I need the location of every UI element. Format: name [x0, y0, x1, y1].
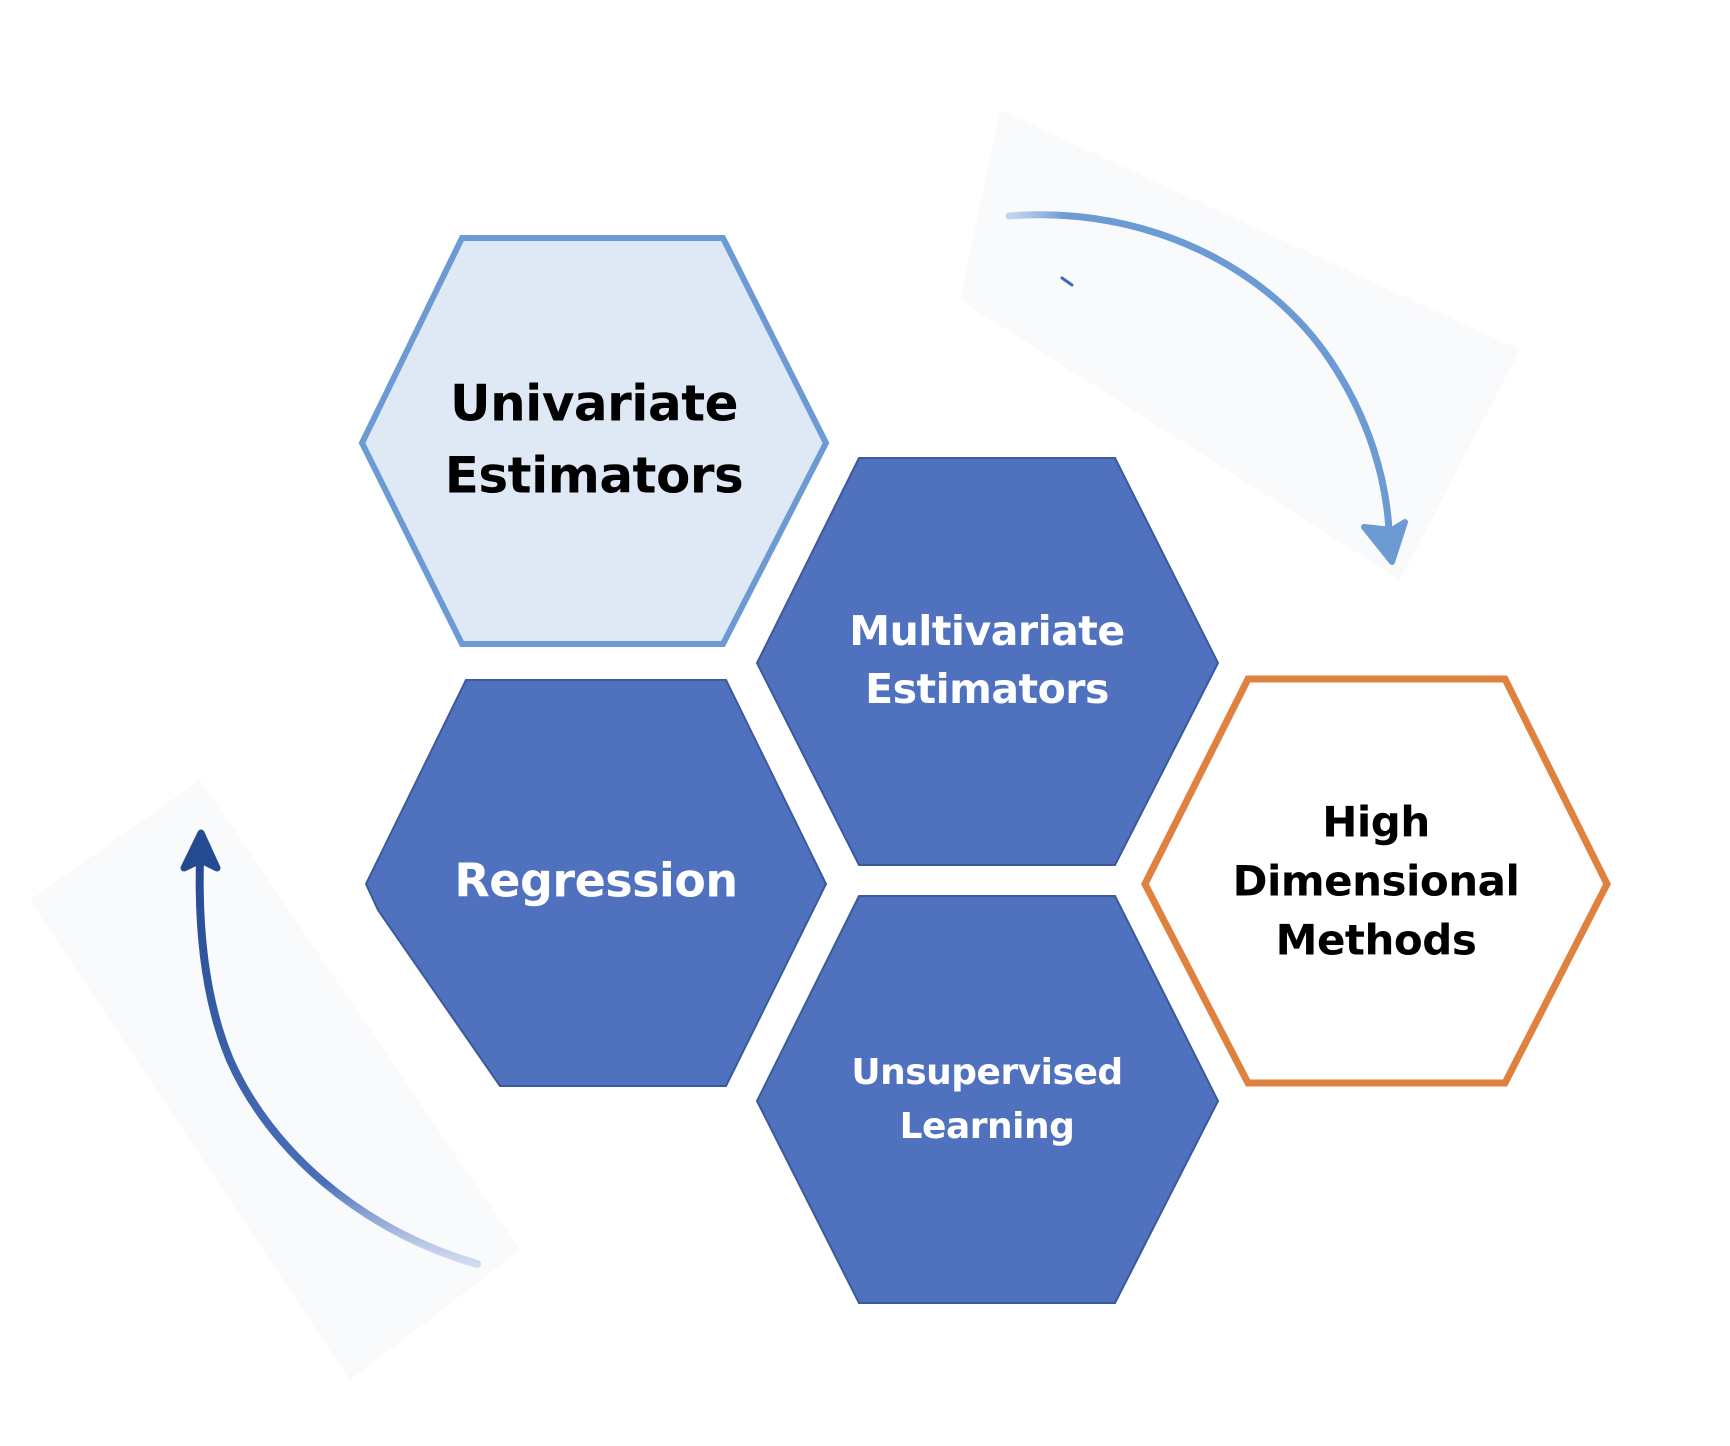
hex-high-dimensional[interactable]: High Dimensional Methods	[1141, 675, 1611, 1087]
top-right-arrow	[1005, 211, 1408, 565]
hex-label: Unsupervised	[851, 1052, 1122, 1093]
arrow-shaft	[195, 856, 481, 1268]
hex-label: Dimensional	[1233, 857, 1520, 906]
hex-shape	[755, 895, 1220, 1304]
hex-label: High	[1322, 798, 1430, 847]
arrow-shaft	[1005, 211, 1393, 534]
hex-label: Multivariate	[849, 607, 1124, 655]
hex-shape	[358, 235, 830, 647]
hex-shape	[364, 679, 828, 1087]
hex-shape	[1141, 675, 1611, 1087]
hex-label: Learning	[900, 1106, 1075, 1147]
arrow-head-icon	[1361, 519, 1408, 565]
hex-label: Regression	[454, 854, 737, 908]
arrow-tick	[1060, 276, 1074, 287]
hex-label: Estimators	[865, 665, 1109, 713]
hex-regression[interactable]: Regression	[364, 679, 828, 1087]
arrow-head-icon	[180, 829, 221, 872]
hex-label: Estimators	[445, 447, 743, 505]
hex-multivariate[interactable]: Multivariate Estimators	[755, 457, 1220, 866]
hex-unsupervised[interactable]: Unsupervised Learning	[755, 895, 1220, 1304]
hex-label: Methods	[1276, 916, 1477, 965]
hex-label: Univariate	[450, 375, 738, 433]
hex-shape	[755, 457, 1220, 866]
hex-univariate[interactable]: Univariate Estimators	[358, 235, 830, 647]
bottom-left-arrow	[180, 829, 481, 1268]
